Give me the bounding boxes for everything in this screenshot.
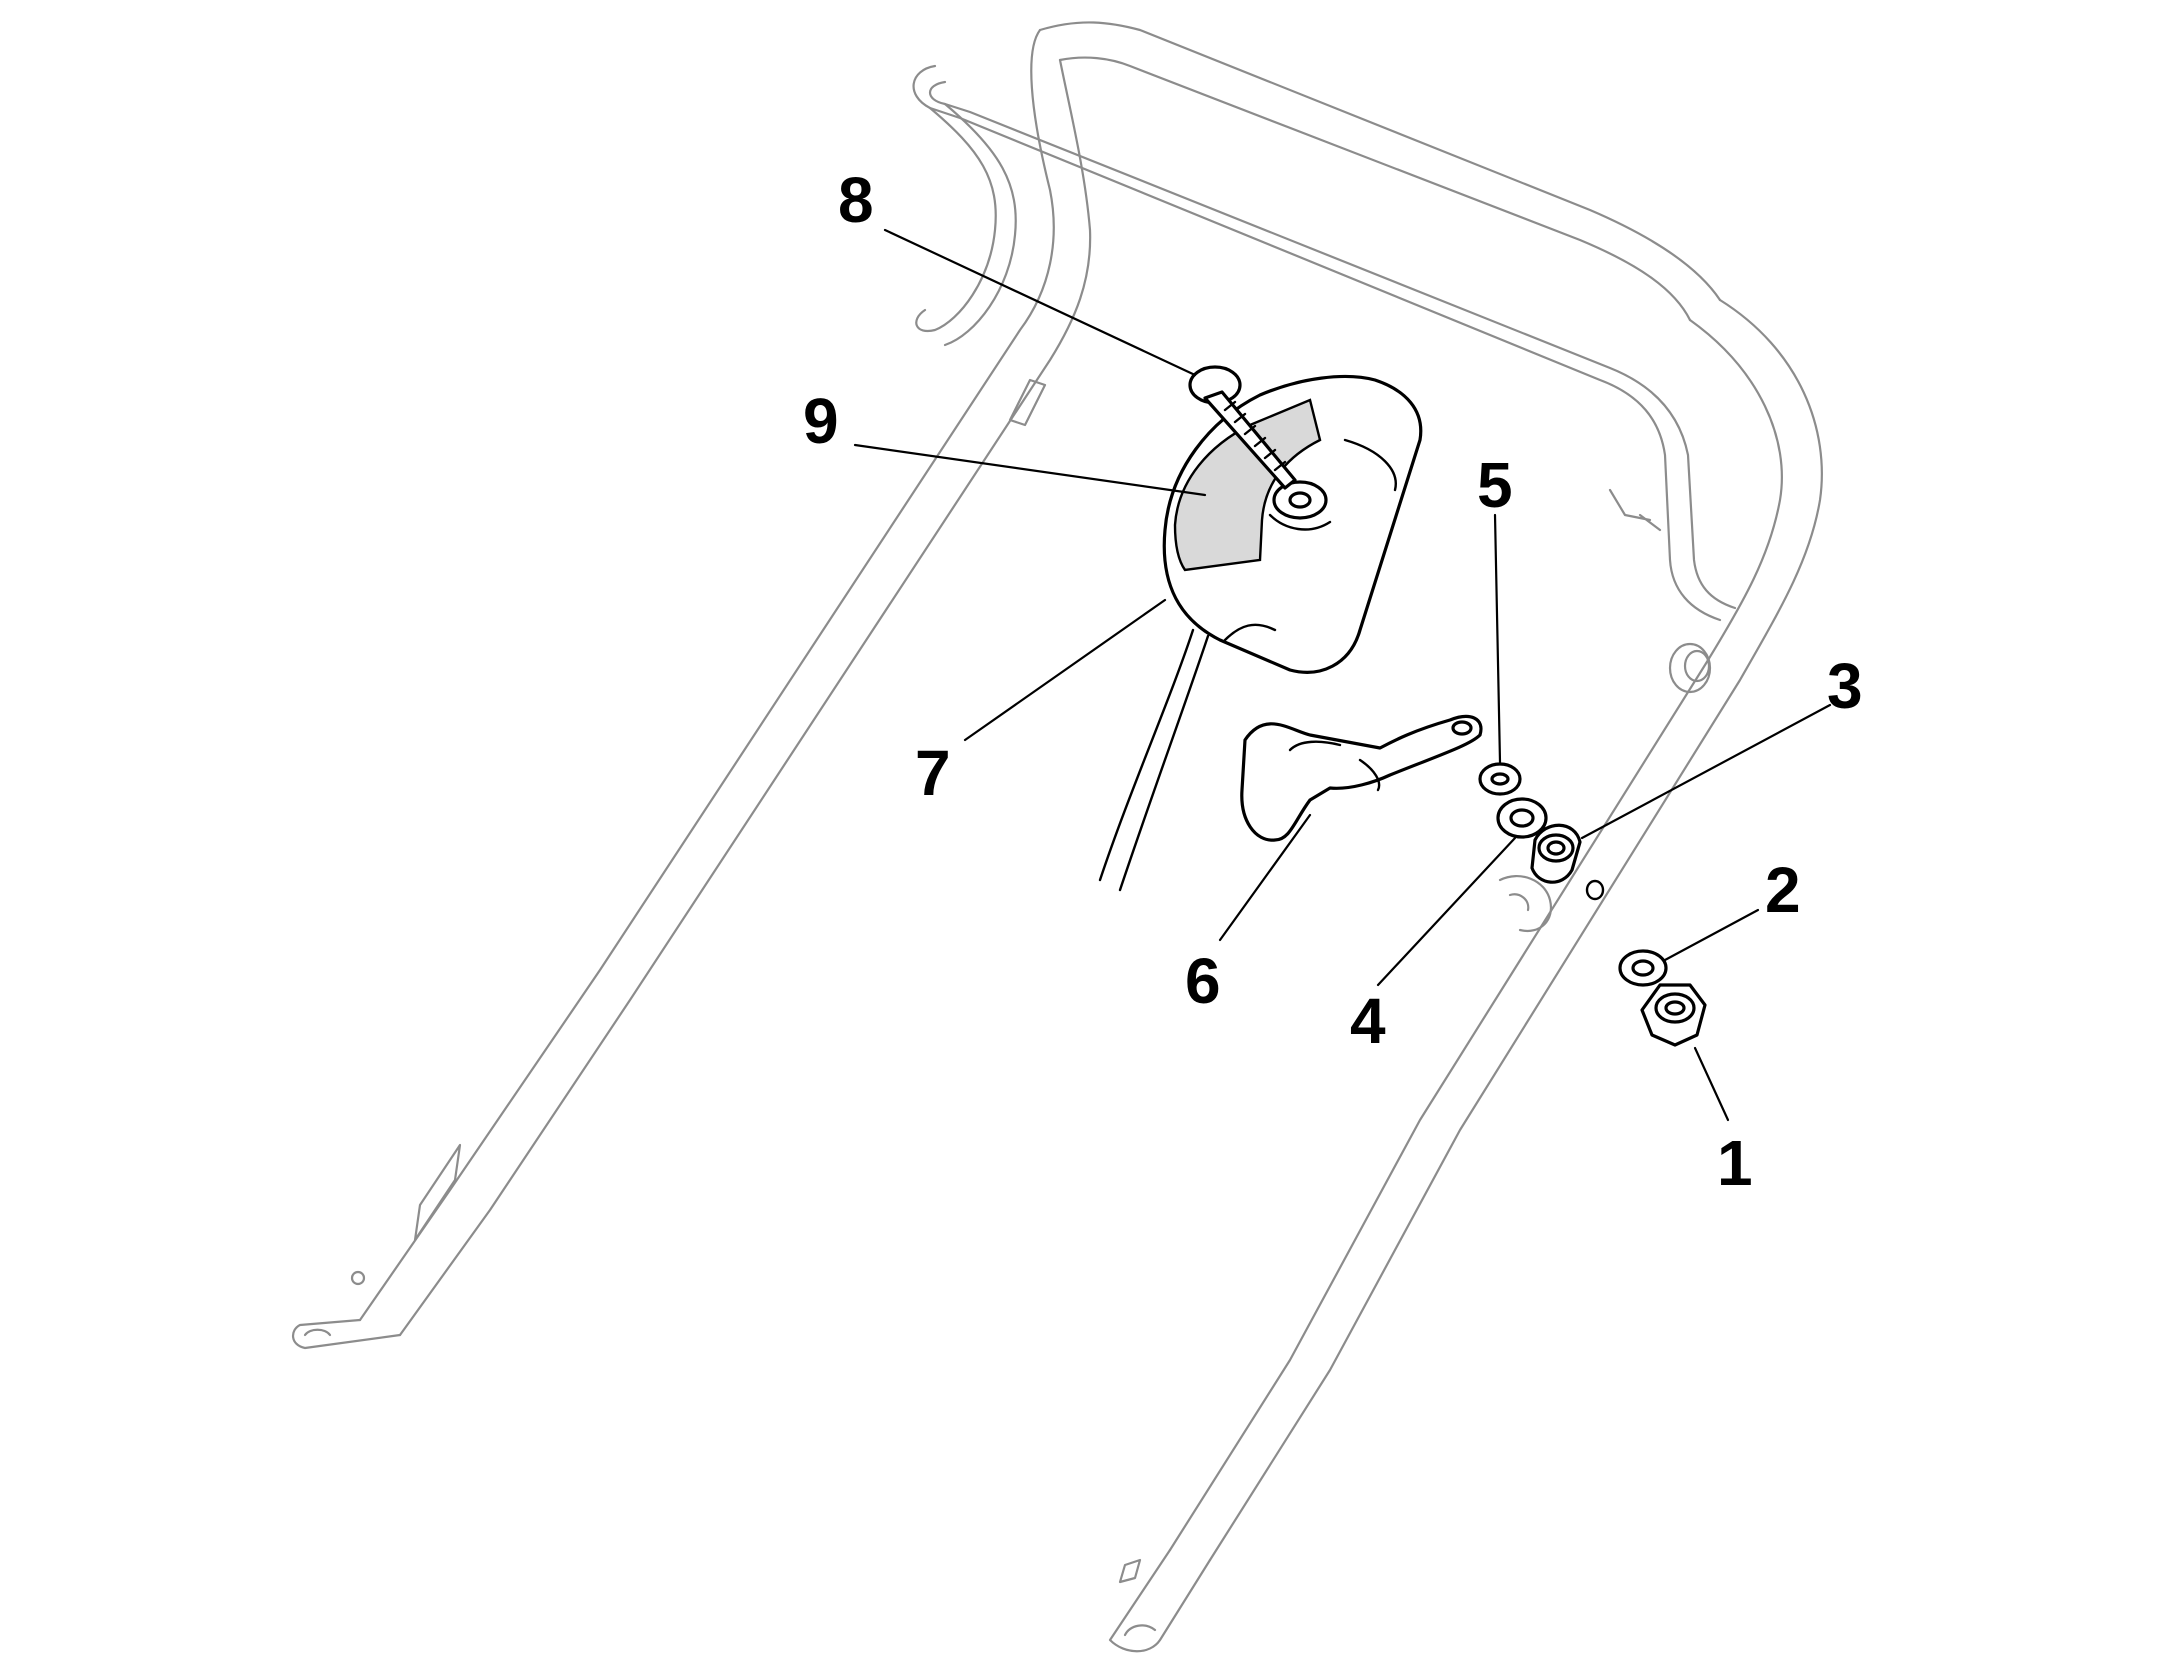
leader-7 (963, 598, 1167, 742)
callout-labels: 8 9 7 5 6 4 3 2 1 (803, 164, 1863, 1199)
callout-7: 7 (915, 737, 951, 809)
parts (1098, 365, 1707, 1047)
callout-4: 4 (1350, 985, 1386, 1057)
indicator-plate (1173, 398, 1322, 572)
washer (1496, 797, 1548, 839)
callout-6: 6 (1185, 945, 1221, 1017)
cable (1098, 628, 1210, 892)
leader-6 (1218, 813, 1312, 942)
spacer (1530, 823, 1605, 901)
control-housing (1162, 374, 1423, 674)
bolt (1188, 365, 1297, 490)
lock-washer (1618, 949, 1668, 987)
callout-2: 2 (1765, 854, 1801, 926)
leader-1 (1693, 1046, 1730, 1122)
callout-9: 9 (803, 385, 839, 457)
washer-small (1478, 762, 1522, 796)
lever (1240, 714, 1483, 842)
callout-3: 3 (1827, 650, 1863, 722)
leader-5 (1493, 513, 1502, 764)
leader-lines (853, 228, 1832, 1122)
nut (1640, 983, 1707, 1047)
callout-8: 8 (838, 164, 874, 236)
leader-9 (853, 443, 1207, 497)
leader-8 (883, 228, 1197, 377)
leader-3 (1580, 703, 1832, 840)
handle-frame (292, 21, 1823, 1653)
leader-2 (1663, 908, 1760, 962)
leader-4 (1376, 836, 1517, 987)
callout-5: 5 (1477, 449, 1513, 521)
callout-1: 1 (1717, 1127, 1753, 1199)
